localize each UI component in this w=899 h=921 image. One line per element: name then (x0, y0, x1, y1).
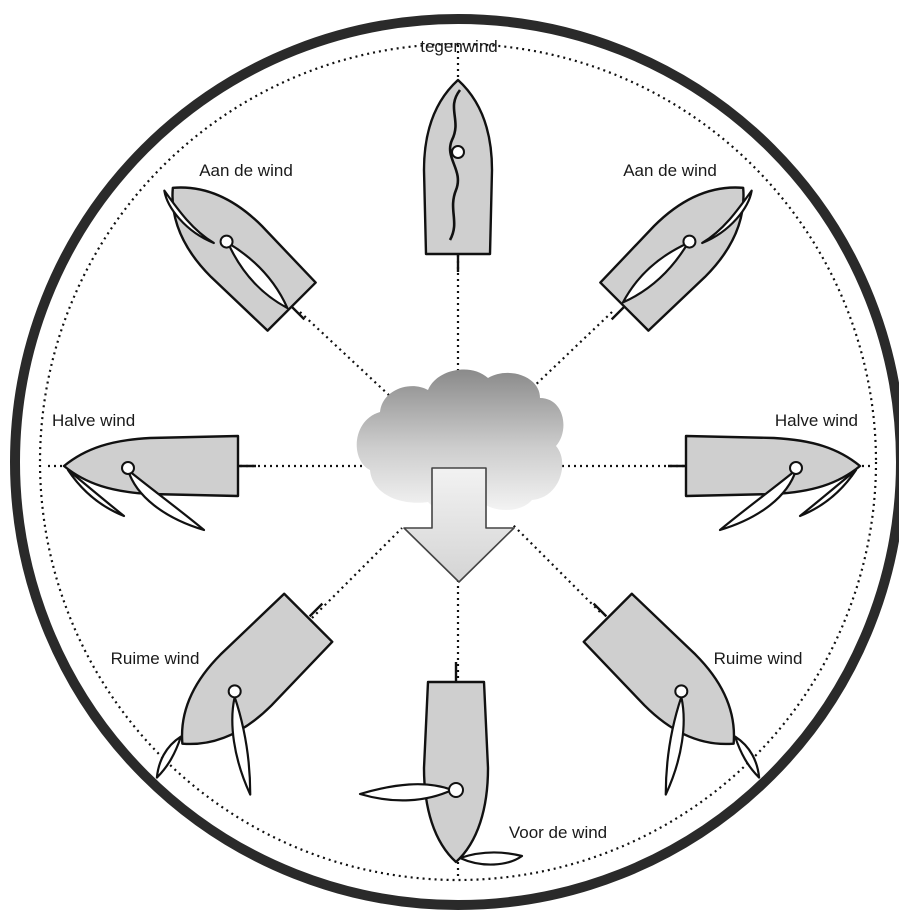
label-ruime-wind-left: Ruime wind (111, 649, 200, 668)
label-aan-de-wind-left: Aan de wind (199, 161, 293, 180)
label-tegenwind: tegenwind (420, 37, 498, 56)
label-aan-de-wind-right: Aan de wind (623, 161, 717, 180)
label-voor-de-wind: Voor de wind (509, 823, 607, 842)
label-ruime-wind-right: Ruime wind (714, 649, 803, 668)
label-halve-wind-right: Halve wind (775, 411, 858, 430)
label-halve-wind-left: Halve wind (52, 411, 135, 430)
